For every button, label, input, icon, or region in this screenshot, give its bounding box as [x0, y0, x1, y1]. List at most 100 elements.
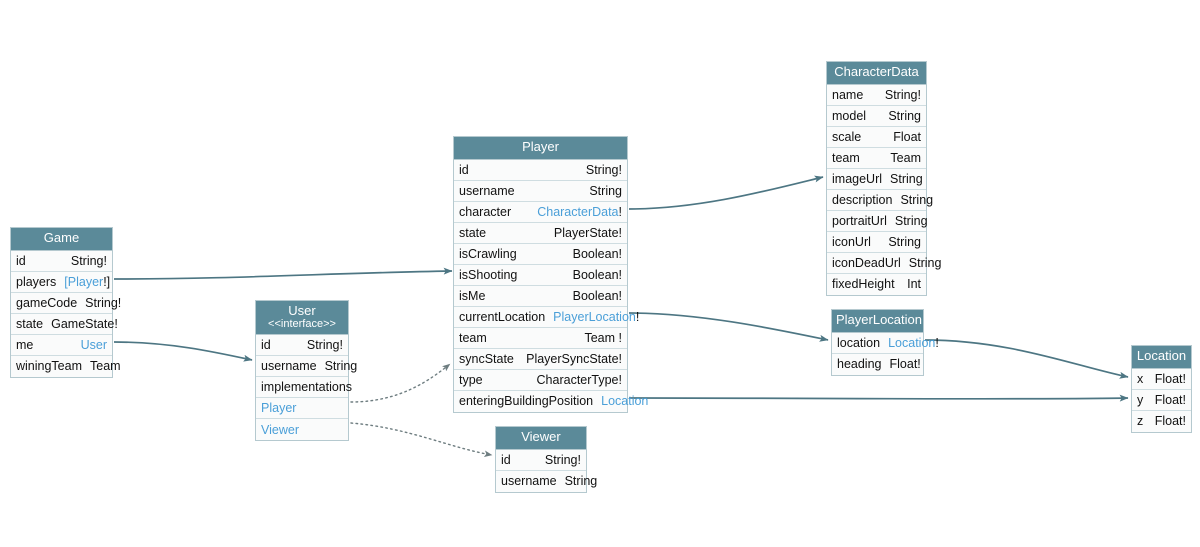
- field-type-nonnull-marker: !]: [103, 274, 111, 289]
- field-type: String!: [85, 295, 122, 310]
- field-name: model: [832, 108, 867, 123]
- field-name: winingTeam: [16, 359, 83, 374]
- edge-playerlocation-location-to-location: [924, 339, 1129, 379]
- field-type-nonnull-marker: !: [635, 309, 640, 324]
- field-type: Float!: [1154, 414, 1186, 429]
- field-name: isMe: [459, 288, 486, 303]
- edge-player-character-to-characterdata: [628, 175, 824, 210]
- field-type-link[interactable]: User: [80, 337, 107, 352]
- field-type: String: [888, 108, 921, 123]
- field-name: z: [1137, 414, 1144, 429]
- field-name: syncState: [459, 351, 514, 366]
- entity-header-viewer: Viewer: [496, 427, 586, 450]
- field-type: String!: [884, 87, 921, 102]
- field-type-link[interactable]: PlayerLocation: [553, 309, 636, 324]
- edge-game-players-to-player: [113, 267, 453, 280]
- entity-header-user: User<<interface>>: [256, 301, 348, 336]
- entity-header-playerlocation: PlayerLocation: [832, 310, 923, 333]
- field-type: String: [908, 255, 942, 270]
- field-type[interactable]: Location: [593, 394, 648, 408]
- entity-title: Location: [1136, 348, 1187, 363]
- field-name: description: [832, 192, 893, 207]
- field-type: String!: [544, 452, 581, 467]
- field-type: String: [890, 171, 923, 186]
- field-type[interactable]: Location!: [880, 336, 939, 350]
- field-type-nonnull-marker: !: [618, 204, 622, 219]
- field-type: Float!: [1154, 371, 1186, 386]
- field-type: String: [589, 183, 622, 198]
- field-name: team: [459, 330, 487, 345]
- field-name: heading: [837, 357, 882, 372]
- entity-title: PlayerLocation: [836, 312, 922, 327]
- field-row: iconDeadUrl String: [827, 252, 941, 274]
- field-type: Boolean!: [572, 246, 622, 261]
- field-name: iconDeadUrl: [832, 255, 901, 270]
- field-type-link[interactable]: Location: [601, 394, 649, 409]
- field-type: PlayerState!: [553, 225, 622, 240]
- field-type-link[interactable]: [Player: [64, 274, 104, 289]
- entity-interface-tag: <<interface>>: [268, 317, 336, 330]
- entity-title: CharacterData: [834, 64, 919, 79]
- field-type[interactable]: [Player!]: [56, 275, 110, 289]
- entity-title: Viewer: [521, 429, 561, 444]
- field-type[interactable]: User: [73, 338, 107, 352]
- field-type: Float!: [1154, 392, 1186, 407]
- field-row: username String: [256, 356, 357, 378]
- field-row: username String: [454, 180, 627, 202]
- field-name: username: [459, 183, 515, 198]
- field-name: username: [261, 359, 317, 374]
- field-name: isCrawling: [459, 246, 517, 261]
- edge-user-player-impl: [350, 363, 451, 403]
- field-name: imageUrl: [832, 171, 883, 186]
- implementation-row[interactable]: Player: [256, 398, 348, 420]
- field-type-link[interactable]: Location: [888, 335, 936, 350]
- field-row[interactable]: players[Player!]: [11, 271, 112, 293]
- field-name: y: [1137, 392, 1144, 407]
- field-type: Int: [907, 277, 921, 292]
- field-type: Float!: [889, 357, 921, 372]
- field-name: gameCode: [16, 295, 78, 310]
- field-name: implementations: [261, 380, 353, 395]
- field-type: String: [324, 359, 358, 374]
- field-type[interactable]: PlayerLocation!: [545, 310, 639, 324]
- field-name: id: [501, 452, 511, 467]
- field-row: z Float!: [1132, 410, 1191, 432]
- field-name: id: [459, 162, 469, 177]
- entity-title: Game: [43, 230, 80, 245]
- field-row: isCrawling Boolean!: [454, 243, 627, 265]
- implementation-row[interactable]: Viewer: [256, 419, 348, 441]
- field-type: String: [888, 234, 921, 249]
- field-type: Boolean!: [572, 267, 622, 282]
- field-type-link[interactable]: CharacterData: [537, 204, 619, 219]
- entity-header-location: Location: [1132, 346, 1191, 369]
- field-type[interactable]: CharacterData!: [529, 205, 622, 219]
- field-name: team: [832, 150, 860, 165]
